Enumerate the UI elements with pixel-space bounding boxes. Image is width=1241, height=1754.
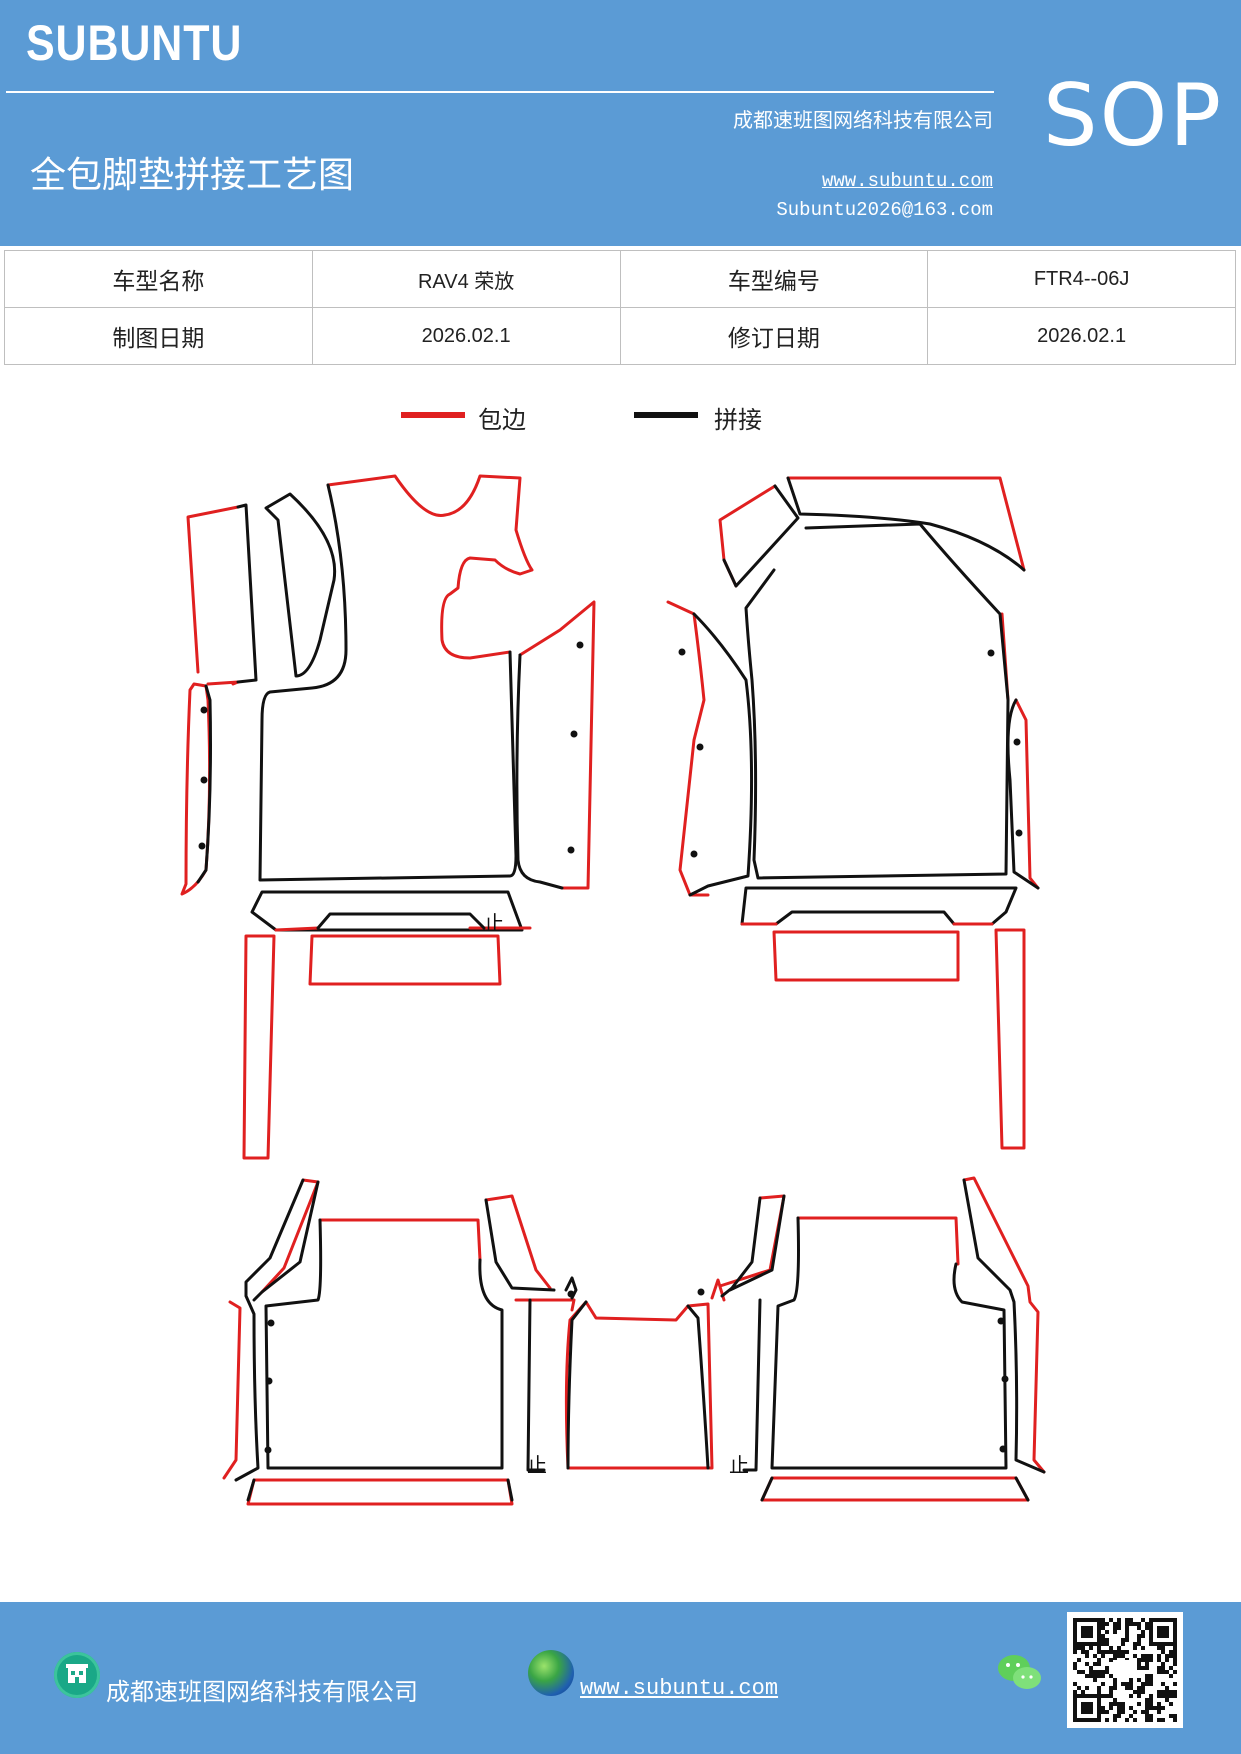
floor-mat-diagram: 止 止 止: [180, 474, 1046, 1506]
front-left-mat: [180, 474, 596, 1160]
label-revise-date: 修订日期: [619, 307, 929, 365]
rear-left-mat: [222, 1178, 714, 1506]
rivet-dot: [1013, 738, 1021, 746]
rivet-dot: [678, 648, 686, 656]
stop-mark: 止: [527, 1453, 547, 1477]
legend-edge-label: 包边: [478, 406, 526, 434]
label-draw-date: 制图日期: [4, 307, 313, 365]
rivet-dot: [576, 641, 584, 649]
label-model-name: 车型名称: [4, 250, 313, 308]
legend-join-label: 拼接: [714, 406, 762, 434]
rivet-dots: [198, 641, 1023, 1454]
stop-mark: 止: [484, 911, 504, 935]
page-title: 全包脚垫拼接工艺图: [30, 155, 355, 196]
qr-code-icon: [1067, 1612, 1183, 1728]
header-divider: [6, 91, 994, 93]
rivet-dot: [198, 842, 206, 850]
front-right-mat: [666, 476, 1040, 1150]
rivet-dot: [200, 706, 208, 714]
website-link[interactable]: www.subuntu.com: [821, 170, 993, 192]
label-model-code: 车型编号: [619, 250, 929, 308]
vehicle-info-table: 车型名称 RAV4 荣放 车型编号 FTR4--06J 制图日期 2026.02…: [4, 250, 1236, 365]
value-model-code: FTR4--06J: [927, 250, 1236, 308]
header-banner: SUBUNTU 成都速班图网络科技有限公司 全包脚垫拼接工艺图 www.subu…: [0, 0, 1241, 246]
wechat-icon: [996, 1652, 1042, 1694]
rivet-dot: [267, 1319, 275, 1327]
rivet-dot: [1001, 1375, 1009, 1383]
legend-edge-swatch: [401, 412, 465, 418]
rear-right-mat: [710, 1176, 1046, 1502]
rivet-dot: [987, 649, 995, 657]
stop-mark: 止: [729, 1453, 749, 1477]
legend-join-swatch: [634, 412, 698, 418]
globe-icon: [528, 1650, 574, 1696]
rivet-dot: [690, 850, 698, 858]
table-row: 制图日期 2026.02.1 修订日期 2026.02.1: [4, 307, 1236, 365]
rivet-dot: [997, 1317, 1005, 1325]
value-revise-date: 2026.02.1: [927, 307, 1236, 365]
building-icon: [54, 1652, 100, 1698]
email-address: Subuntu2026@163.com: [776, 199, 993, 221]
value-model-name: RAV4 荣放: [311, 250, 621, 308]
table-row: 车型名称 RAV4 荣放 车型编号 FTR4--06J: [4, 250, 1236, 308]
rivet-dot: [264, 1446, 272, 1454]
rivet-dot: [567, 1290, 575, 1298]
rivet-dot: [570, 730, 578, 738]
footer-company-name: 成都速班图网络科技有限公司: [106, 1678, 418, 1706]
rivet-dot: [999, 1445, 1007, 1453]
rivet-dot: [200, 776, 208, 784]
sop-badge: SOP: [1043, 66, 1224, 166]
value-draw-date: 2026.02.1: [311, 307, 621, 365]
company-name: 成都速班图网络科技有限公司: [733, 108, 993, 132]
brand-logo: SUBUNTU: [26, 15, 243, 71]
rivet-dot: [1015, 829, 1023, 837]
rivet-dot: [696, 743, 704, 751]
footer-banner: 成都速班图网络科技有限公司 www.subuntu.com: [0, 1602, 1241, 1754]
footer-website-link[interactable]: www.subuntu.com: [580, 1676, 779, 1701]
legend: 包边 拼接: [0, 400, 1241, 440]
rivet-dot: [265, 1377, 273, 1385]
rivet-dot: [567, 846, 575, 854]
rivet-dot: [697, 1288, 705, 1296]
